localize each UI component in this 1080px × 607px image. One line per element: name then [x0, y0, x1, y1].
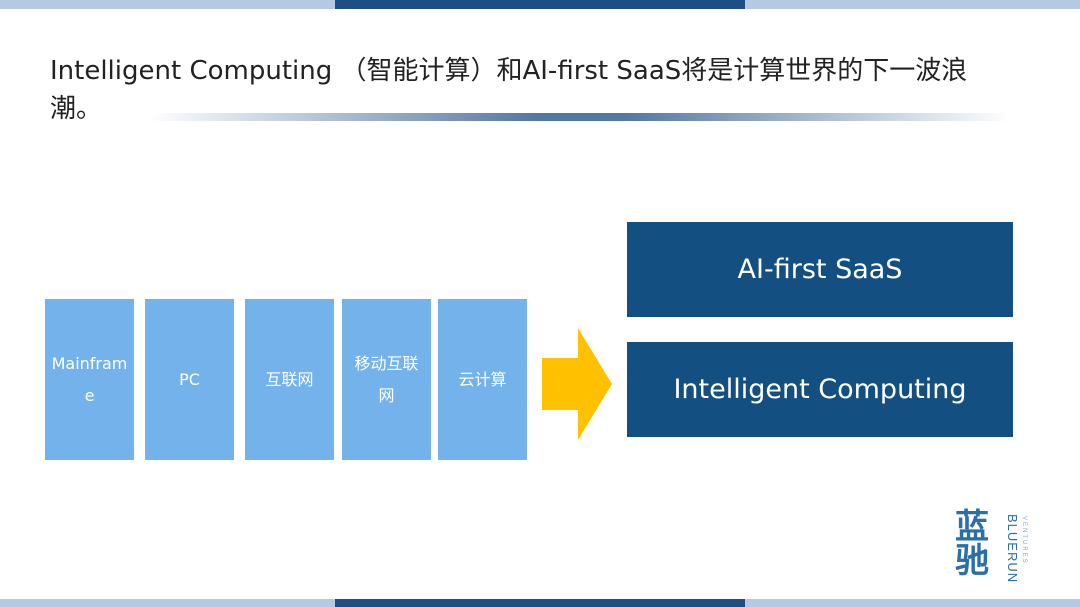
right-arrow-icon [542, 328, 612, 440]
ai-first-saas-box: AI-first SaaS [627, 222, 1013, 317]
logo-subtext: VENTURES [1021, 516, 1027, 565]
bottom-bar-center-segment [335, 599, 745, 607]
bottom-bar-right-segment [745, 599, 1080, 607]
intelligent-computing-box: Intelligent Computing [627, 342, 1013, 437]
bottom-bar-left-segment [0, 599, 335, 607]
bluerun-logo: 蓝驰 BLUERUN VENTURES [955, 507, 1035, 584]
slide-title: Intelligent Computing （智能计算）和AI-first Sa… [50, 56, 968, 124]
era-box-pc: PC [145, 299, 234, 460]
title-underline [150, 113, 1010, 121]
bottom-decor-bar [0, 599, 1080, 607]
logo-chinese-text: 蓝驰 [955, 507, 989, 581]
top-bar-right-segment [745, 0, 1080, 9]
top-decor-bar [0, 0, 1080, 9]
era-box-internet: 互联网 [245, 299, 334, 460]
logo-english-text: BLUERUN [1005, 514, 1020, 584]
top-bar-center-segment [335, 0, 745, 9]
top-bar-left-segment [0, 0, 335, 9]
era-box-mainframe: Mainframe [45, 299, 134, 460]
era-box-mobile-internet: 移动互联网 [342, 299, 431, 460]
era-box-cloud-computing: 云计算 [438, 299, 527, 460]
